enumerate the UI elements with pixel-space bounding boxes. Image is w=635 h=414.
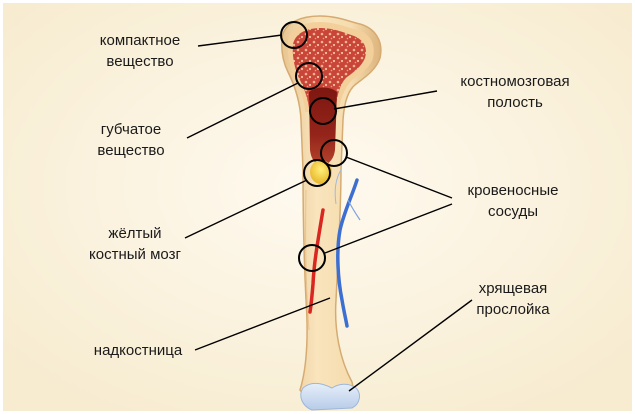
cartilage-cap [301, 383, 360, 410]
label-cartilage-line2: прослойка [476, 301, 550, 318]
marrow-cavity [309, 88, 337, 167]
label-compact-line1: компактное [100, 32, 180, 49]
label-vessels-line2: сосуды [488, 203, 538, 220]
label-yellow-line2: костный мозг [89, 246, 181, 263]
label-periosteum: надкостница [94, 342, 183, 359]
label-yellow-line1: жёлтый [108, 225, 161, 242]
label-compact-line2: вещество [106, 53, 173, 70]
label-spongy-line2: вещество [97, 142, 164, 159]
label-vessels-line1: кровеносные [468, 182, 559, 199]
label-cavity-line2: полость [487, 94, 543, 111]
label-cartilage-line1: хрящевая [479, 280, 548, 297]
label-cavity-line1: костномозговая [460, 73, 569, 90]
label-spongy-line1: губчатое [101, 121, 161, 138]
